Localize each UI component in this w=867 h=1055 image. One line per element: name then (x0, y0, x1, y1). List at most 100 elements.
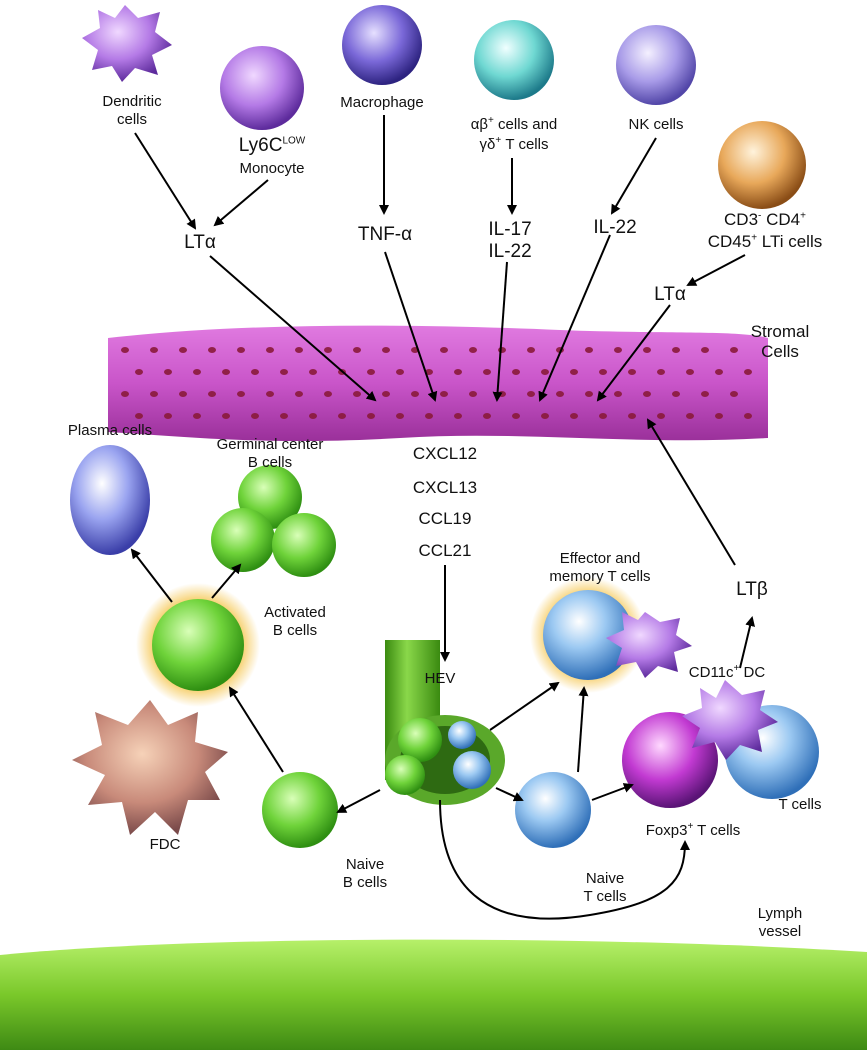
foxp3-t-cell-icon (622, 712, 718, 808)
stromal-nucleus (585, 391, 593, 397)
arrow-hev-to-effector (489, 681, 560, 731)
stromal-nucleus (483, 369, 491, 375)
cd11c-sup: + (733, 663, 740, 674)
plasma-cell-icon (70, 445, 150, 555)
stromal-nucleus (643, 347, 651, 353)
dendritic-line2: cells (116, 111, 147, 128)
label-lti-line2: CD45+ LTi cells (700, 232, 830, 252)
arrow-naivet-to-effector (577, 686, 589, 773)
foxp3-sup: + (687, 821, 694, 832)
stromal-nucleus (324, 347, 332, 353)
stromal-nucleus (614, 347, 622, 353)
hev-t-cell-2 (453, 751, 491, 789)
stromal-nucleus (353, 391, 361, 397)
stromal-nucleus (585, 347, 593, 353)
stromal-nucleus (193, 413, 201, 419)
lymph-line2: vessel (758, 923, 802, 940)
ab-sup: + (488, 115, 494, 126)
arrows (130, 115, 755, 920)
stromal-nucleus (730, 391, 738, 397)
stromal-nucleus (657, 369, 665, 375)
arrow-ltar-to-stroma (596, 304, 671, 402)
naive-t-cell-icon (515, 772, 591, 848)
stromal-nucleus (309, 369, 317, 375)
naive-b-line1: Naive (345, 856, 385, 873)
arrow-tnfa-to-stroma (384, 251, 438, 402)
stromal-nucleus (295, 391, 303, 397)
stromal-nucleus (744, 413, 752, 419)
stromal-nucleus (367, 369, 375, 375)
cd4-text: CD4 (761, 210, 801, 229)
stromal-nucleus (222, 369, 230, 375)
label-macrophage: Macrophage (340, 94, 424, 111)
stromal-nucleus (672, 347, 680, 353)
activated-line2: B cells (272, 622, 318, 639)
label-plasma-cells: Plasma cells (67, 422, 153, 439)
ab-suffix: cells and (493, 116, 558, 133)
ly6c-main: Ly6C (238, 135, 283, 156)
gd-text: γδ (479, 136, 496, 153)
stromal-nucleus (512, 369, 520, 375)
lymph-line1: Lymph (757, 905, 803, 922)
stromal-nucleus (237, 391, 245, 397)
stromal-nucleus (498, 391, 506, 397)
stromal-nucleus (657, 413, 665, 419)
label-germinal-center: Germinal center B cells (195, 436, 345, 472)
label-effector-memory: Effector and memory T cells (525, 550, 675, 586)
ab-text: αβ (470, 116, 489, 133)
stromal-nucleus (440, 347, 448, 353)
stromal-nucleus (440, 391, 448, 397)
factor-il22-a: IL-22 (488, 241, 532, 262)
effector-line2: memory T cells (549, 568, 651, 585)
stromal-nucleus (222, 413, 230, 419)
effector-dc-icon (606, 612, 692, 678)
stromal-nucleus (179, 391, 187, 397)
effector-t-cell-icon (543, 590, 633, 680)
foxp3-suffix: T cells (693, 822, 741, 839)
gd-suffix: T cells (501, 136, 549, 153)
stromal-nucleus (715, 369, 723, 375)
chemokine-cxcl12: CXCL12 (412, 444, 478, 463)
stromal-tissue (108, 325, 768, 442)
arrow-hev-to-naivet (495, 787, 524, 802)
naive-b-line2: B cells (342, 874, 388, 891)
factor-tnfa: TNF-α (357, 224, 413, 245)
factor-il22-b: IL-22 (593, 217, 637, 238)
label-naive-t-cells: Naive T cells (560, 870, 650, 906)
stromal-nucleus (425, 413, 433, 419)
stromal-nucleus (744, 369, 752, 375)
stromal-nucleus (556, 391, 564, 397)
stromal-nucleus (672, 391, 680, 397)
stromal-nucleus (396, 369, 404, 375)
factor-lta-left: LTα (184, 232, 216, 253)
ab-gd-t-cell-icon (474, 20, 554, 100)
stromal-nucleus (353, 347, 361, 353)
stromal-nucleus (150, 347, 158, 353)
foxp3-text: Foxp3 (645, 822, 688, 839)
label-monocyte: Monocyte (239, 160, 305, 177)
germinal-line2: B cells (247, 454, 293, 471)
arrow-naiveb-to-activated (228, 686, 284, 773)
arrow-lta-to-stroma (209, 255, 377, 402)
cd45-text: CD45 (707, 232, 752, 251)
cd3-sup: - (758, 210, 762, 222)
arrow-ltb-to-stroma (646, 418, 736, 566)
cd45-sup: + (751, 232, 758, 244)
stromal-nucleus (396, 413, 404, 419)
arrow-monocyte-to-lta (213, 179, 269, 227)
stromal-line1: Stromal (750, 322, 810, 341)
stromal-nucleus (208, 347, 216, 353)
stromal-nucleus (454, 369, 462, 375)
germinal-line1: Germinal center (216, 436, 324, 453)
chemokine-cxcl13: CXCL13 (412, 478, 478, 497)
arrow-dendritic-to-lta (134, 132, 197, 230)
arrow-activated-to-plasma (130, 548, 173, 603)
label-foxp3: Foxp3+ T cells (628, 822, 758, 840)
chemokine-ccl21: CCL21 (418, 541, 472, 560)
stromal-nucleus (614, 391, 622, 397)
stromal-nucleus (251, 369, 259, 375)
lti-text: LTi cells (757, 232, 823, 251)
naive-t-line1: Naive (585, 870, 625, 887)
